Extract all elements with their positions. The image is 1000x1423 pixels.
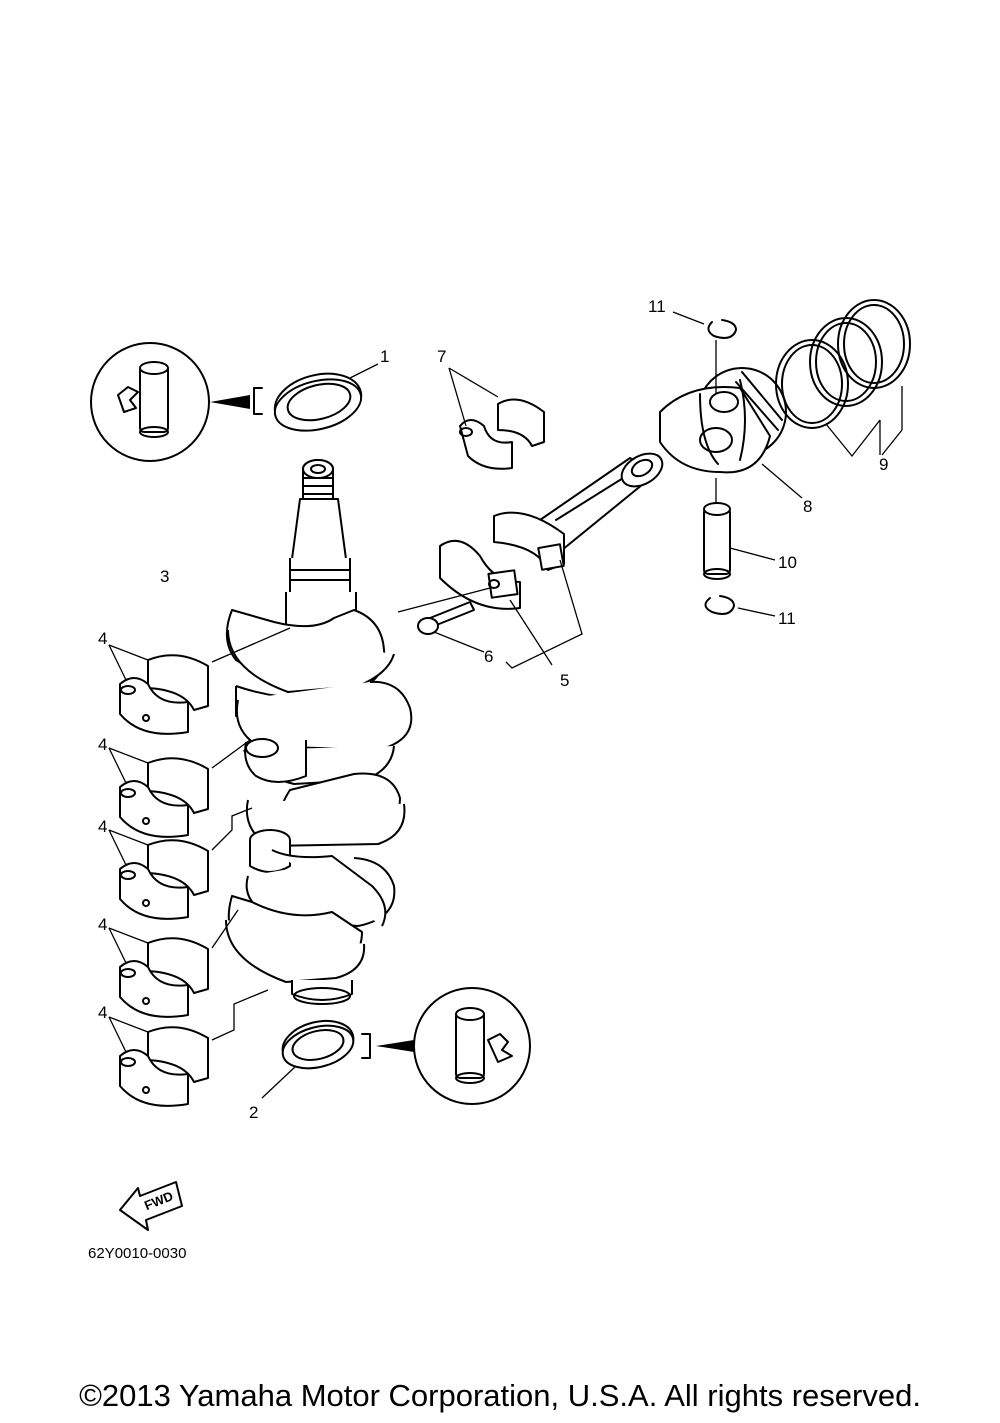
copyright-notice: ©2013 Yamaha Motor Corporation, U.S.A. A…	[79, 1378, 921, 1413]
pointer-arrow-icon	[376, 1040, 414, 1052]
callout-11b: 11	[778, 609, 796, 628]
callout-4e: 4	[98, 1003, 107, 1022]
callout-1: 1	[380, 347, 389, 366]
diagram-code: 62Y0010-0030	[88, 1245, 186, 1262]
part-5-connecting-rod	[439, 452, 664, 669]
part-1-oil-seal	[273, 363, 379, 432]
callout-10: 10	[778, 553, 797, 572]
callout-4c: 4	[98, 817, 107, 836]
part-6-bolt	[397, 587, 491, 653]
callout-labels: 1 2 3 4 4 4 4 4 5 6 7 8 9 10 11 11	[98, 297, 888, 1122]
part-11-circlips	[672, 311, 776, 617]
bearing-shell-3	[119, 839, 209, 920]
callout-11a: 11	[648, 297, 666, 316]
bearing-shell-5	[119, 1026, 209, 1107]
oil-seal-detail-bottom	[413, 987, 531, 1105]
callout-4a: 4	[98, 629, 107, 648]
part-7-bearing	[448, 367, 545, 470]
callout-9: 9	[879, 455, 888, 474]
oil-seal-detail-top	[90, 342, 263, 462]
callout-2: 2	[249, 1103, 258, 1122]
pointer-arrow-icon	[210, 395, 250, 409]
part-8-piston	[659, 340, 803, 504]
callout-3: 3	[160, 567, 169, 586]
callout-4b: 4	[98, 735, 107, 754]
part-2-oil-seal	[261, 1019, 414, 1099]
bearing-shell-2	[119, 757, 209, 838]
callout-4d: 4	[98, 915, 107, 934]
part-4-bearings	[108, 627, 291, 1107]
bearing-shell-1	[119, 654, 209, 735]
part-10-piston-pin	[703, 502, 776, 580]
callout-5: 5	[560, 671, 569, 690]
callout-6: 6	[484, 647, 493, 666]
part-3-crankshaft	[225, 459, 413, 1005]
part-9-piston-rings	[775, 299, 911, 458]
callout-8: 8	[803, 497, 812, 516]
bearing-shell-4	[119, 937, 209, 1018]
callout-7: 7	[437, 347, 446, 366]
forward-arrow-icon: FWD	[119, 1181, 183, 1231]
